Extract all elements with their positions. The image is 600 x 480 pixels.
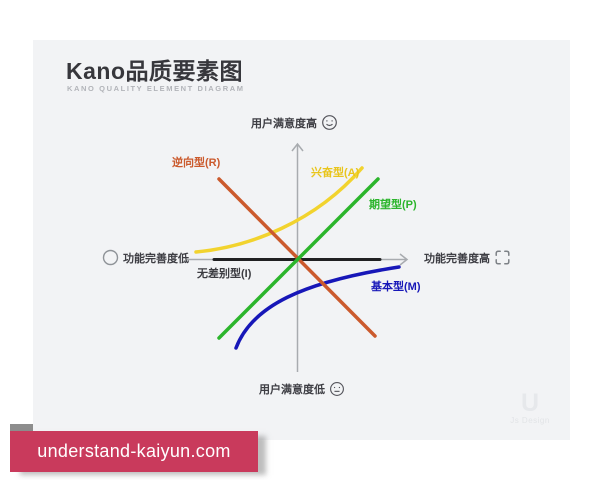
watermark: U Js Design bbox=[500, 390, 560, 425]
axis-label-function-high: 功能完善度高 bbox=[424, 249, 511, 266]
url-banner[interactable]: understand-kaiyun.com bbox=[10, 431, 258, 472]
curve-label-indifferent: 无差别型(I) bbox=[197, 268, 252, 280]
axis-label-right-text: 功能完善度高 bbox=[424, 252, 490, 265]
axis-label-left-text: 功能完善度低 bbox=[123, 252, 189, 265]
diagram-card bbox=[33, 40, 570, 440]
curve-label-performance: 期望型(P) bbox=[369, 199, 417, 211]
curve-label-must-be: 基本型(M) bbox=[371, 281, 421, 293]
complete-square-icon bbox=[494, 249, 511, 266]
curve-label-reverse: 逆向型(R) bbox=[172, 157, 221, 169]
watermark-label: Js Design bbox=[510, 416, 550, 425]
smiley-unhappy-icon bbox=[329, 381, 345, 397]
axis-label-function-low: 功能完善度低 bbox=[102, 249, 189, 266]
empty-circle-icon bbox=[102, 249, 119, 266]
curve-label-attractive: 兴奋型(A) bbox=[311, 167, 360, 179]
smiley-happy-icon bbox=[321, 114, 338, 131]
axis-label-top-text: 用户满意度高 bbox=[251, 117, 317, 130]
axis-label-satisfaction-high: 用户满意度高 bbox=[251, 114, 338, 131]
watermark-logo-icon: U bbox=[520, 389, 540, 417]
axis-label-bottom-text: 用户满意度低 bbox=[259, 384, 325, 396]
page-title: Kano品质要素图 bbox=[66, 58, 243, 84]
page-subtitle: KANO QUALITY ELEMENT DIAGRAM bbox=[67, 84, 245, 93]
axis-label-satisfaction-low: 用户满意度低 bbox=[259, 381, 345, 397]
